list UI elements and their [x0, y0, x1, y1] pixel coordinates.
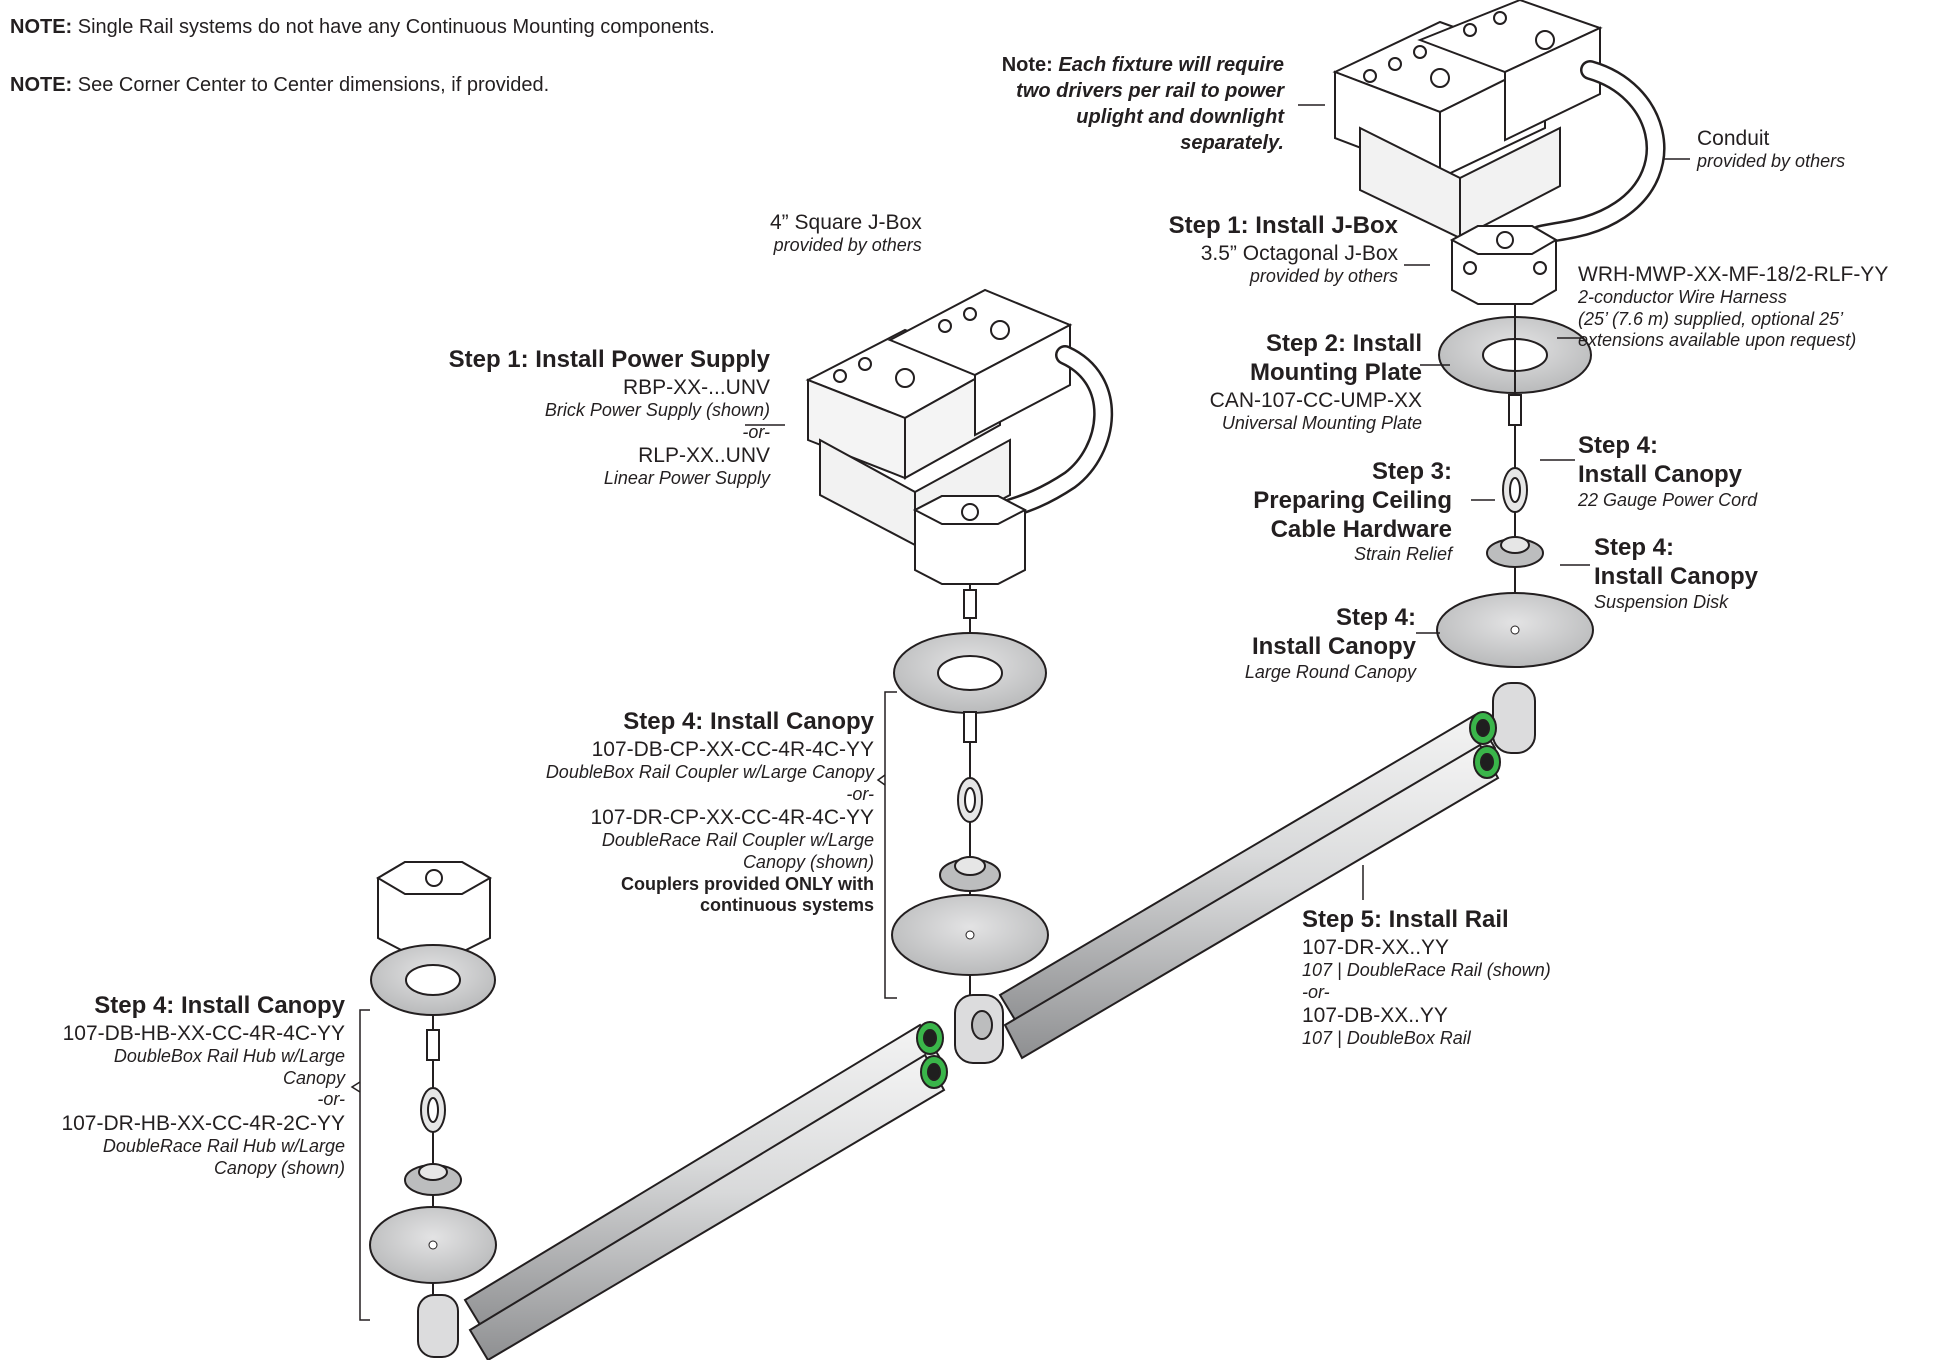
- strain-relief-right: [1502, 467, 1528, 513]
- label-step5-rail: Step 5: Install Rail 107-DR-XX..YY 107 |…: [1302, 906, 1551, 1049]
- suspension-disk-right: [1486, 536, 1544, 568]
- mounting-plate-center: [893, 632, 1047, 714]
- label-step4-hub: Step 4: Install Canopy 107-DB-HB-XX-CC-4…: [61, 992, 345, 1178]
- rail-lower: [463, 1021, 948, 1360]
- note-corner-dimensions: NOTE: See Corner Center to Center dimens…: [10, 74, 550, 96]
- label-step1-power-supply: Step 1: Install Power Supply RBP-XX-...U…: [448, 346, 770, 489]
- label-step3-cable-hardware: Step 3: Preparing Ceiling Cable Hardware…: [1253, 458, 1452, 565]
- rail-coupler: [954, 994, 1004, 1064]
- label-step4-suspension-disk: Step 4: Install Canopy Suspension Disk: [1594, 534, 1759, 612]
- rail-endcap-right: [1492, 682, 1536, 754]
- strain-relief-left: [420, 1087, 446, 1133]
- leader-lines: [350, 104, 1690, 1321]
- label-step2-mounting-plate: Step 2: Install Mounting Plate CAN-107-C…: [1209, 330, 1422, 433]
- label-step1-jbox: Step 1: Install J-Box 3.5” Octagonal J-B…: [1168, 212, 1398, 286]
- octagonal-jbox-left: [376, 861, 493, 953]
- label-square-jbox: 4” Square J-Box provided by others: [770, 211, 922, 256]
- label-wire-harness: WRH-MWP-XX-MF-18/2-RLF-YY 2-conductor Wi…: [1578, 263, 1889, 351]
- label-conduit: Conduit provided by others: [1697, 127, 1846, 172]
- label-step4-coupler: Step 4: Install Canopy 107-DB-CP-XX-CC-4…: [545, 708, 874, 916]
- label-step4-large-canopy: Step 4: Install Canopy Large Round Canop…: [1244, 604, 1416, 682]
- driver-note: Note: Each fixture will require two driv…: [1001, 54, 1284, 154]
- suspension-disk-left: [404, 1163, 462, 1196]
- rail-hub: [417, 1294, 459, 1358]
- mounting-plate-left: [370, 944, 496, 1016]
- note-single-rail: NOTE: Single Rail systems do not have an…: [10, 16, 715, 38]
- suspension-disk-center: [939, 856, 1001, 892]
- power-supply-boxes-right: [1332, 0, 1603, 240]
- rail-upper: [998, 711, 1501, 1060]
- strain-relief-center: [957, 777, 983, 823]
- octagonal-jbox-right: [1449, 225, 1558, 305]
- octagonal-jbox-center: [912, 495, 1028, 585]
- label-step4-power-cord: Step 4: Install Canopy 22 Gauge Power Co…: [1578, 432, 1758, 510]
